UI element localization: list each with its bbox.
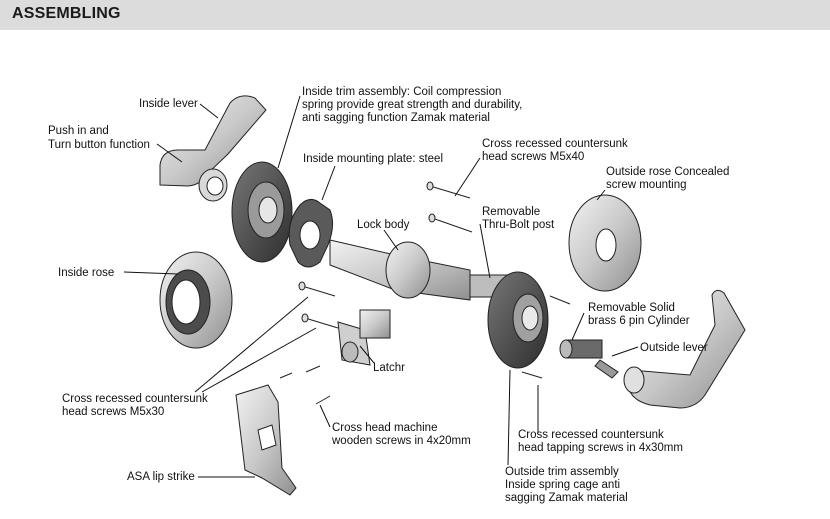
label-tapping-screws: Cross recessed countersunk head tapping … [518, 429, 683, 454]
label-outside-lever: Outside lever [640, 342, 708, 354]
screws-m5x40 [426, 181, 473, 233]
label-wood-screws: Cross head machine wooden screws in 4x20… [331, 422, 471, 447]
wood-screws [279, 365, 331, 405]
label-screws-m5x40: Cross recessed countersunk head screws M… [482, 138, 631, 163]
label-cylinder: Removable Solid brass 6 pin Cylinder [588, 302, 690, 327]
label-inside-lever: Inside lever [139, 98, 198, 110]
label-push-turn: Push in and Turn button function [48, 125, 150, 151]
outside-rose [568, 194, 642, 292]
cylinder [559, 339, 619, 379]
label-inside-trim-assembly: Inside trim assembly: Coil compression s… [302, 86, 526, 124]
inside-trim-assembly [231, 161, 293, 263]
page-title: ASSEMBLING [12, 5, 121, 22]
outside-trim-assembly [487, 271, 549, 369]
asa-lip-strike [235, 384, 297, 496]
outside-lever [623, 289, 746, 409]
inside-mounting-plate [288, 199, 334, 268]
tapping-screws [521, 295, 571, 379]
lock-body [329, 239, 521, 301]
latch [337, 309, 391, 366]
label-outside-rose: Outside rose Concealed screw mounting [606, 166, 733, 191]
header-bar: ASSEMBLING [0, 0, 830, 30]
label-screws-m5x30: Cross recessed countersunk head screws M… [62, 393, 211, 418]
label-outside-trim-assembly: Outside trim assembly Inside spring cage… [505, 466, 628, 504]
label-thru-bolt-post: Removable Thru-Bolt post [482, 206, 555, 231]
screws-m5x30 [298, 281, 339, 329]
label-lock-body: Lock body [357, 219, 410, 231]
inside-lever [159, 95, 267, 202]
inside-rose [159, 251, 233, 349]
label-inside-rose: Inside rose [58, 267, 114, 279]
label-latch: Latchr [373, 362, 405, 374]
label-inside-mounting-plate: Inside mounting plate: steel [303, 153, 443, 165]
leader-lines [123, 95, 639, 478]
label-asa-lip-strike: ASA lip strike [127, 471, 195, 483]
